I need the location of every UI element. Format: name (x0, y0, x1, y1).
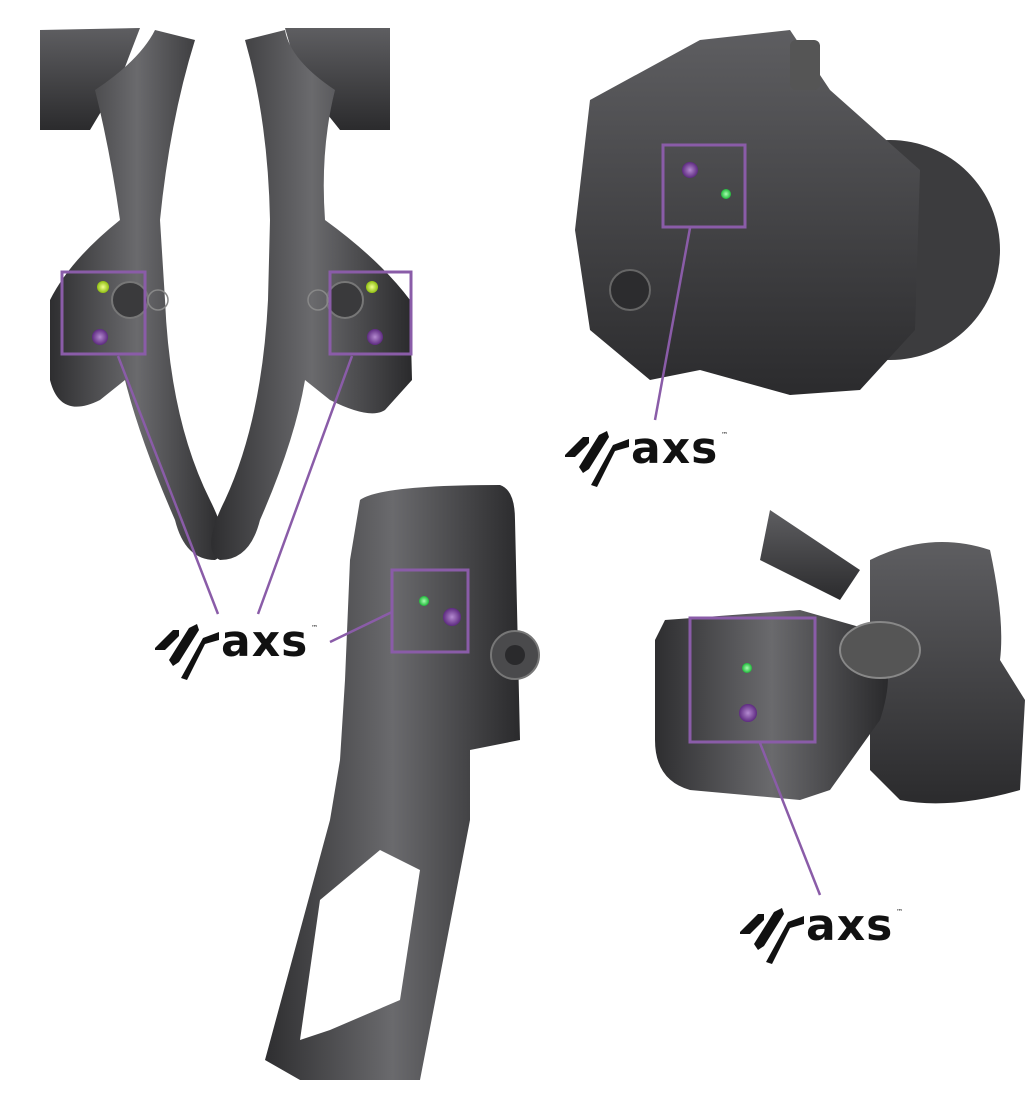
svg-text:axs: axs (631, 423, 718, 474)
svg-text:axs: axs (221, 616, 308, 667)
svg-text:™: ™ (721, 431, 728, 439)
callout-box-left-shifter (60, 270, 147, 356)
axs-logo: axs ™ (740, 900, 903, 964)
axs-logo: axs ™ (565, 423, 728, 487)
dropper-remote (655, 510, 1025, 804)
callout-line-right-shifter (256, 355, 354, 615)
right-shifter (211, 28, 412, 560)
led-indicator-icon (742, 663, 752, 673)
callout-line-rear-derailleur (653, 227, 692, 421)
front-derailleur (265, 485, 540, 1080)
led-indicator-icon (97, 281, 109, 293)
svg-text:™: ™ (311, 624, 318, 632)
callout-line-left-shifter (116, 355, 220, 615)
svg-text:axs: axs (806, 900, 893, 951)
axs-button-icon[interactable] (92, 329, 108, 345)
svg-text:™: ™ (896, 908, 903, 916)
callout-line-front-derailleur (329, 610, 393, 644)
axs-button-icon[interactable] (682, 162, 698, 178)
led-indicator-icon (721, 189, 731, 199)
callout-line-dropper-remote (758, 742, 822, 896)
led-indicator-icon (366, 281, 378, 293)
axs-logo-mark-icon (155, 624, 219, 680)
callout-box-dropper-remote (688, 616, 817, 744)
axs-logo: axs ™ (155, 616, 318, 680)
axs-button-icon[interactable] (739, 704, 757, 722)
axs-button-icon[interactable] (443, 608, 461, 626)
rear-derailleur (575, 30, 1000, 395)
axs-logo-mark-icon (740, 908, 804, 964)
callout-box-front-derailleur (390, 568, 470, 654)
axs-button-icon[interactable] (367, 329, 383, 345)
left-shifter (40, 28, 224, 560)
led-indicator-icon (419, 596, 429, 606)
axs-logo-mark-icon (565, 431, 629, 487)
callout-box-right-shifter (328, 270, 413, 356)
callout-box-rear-derailleur (661, 143, 747, 229)
